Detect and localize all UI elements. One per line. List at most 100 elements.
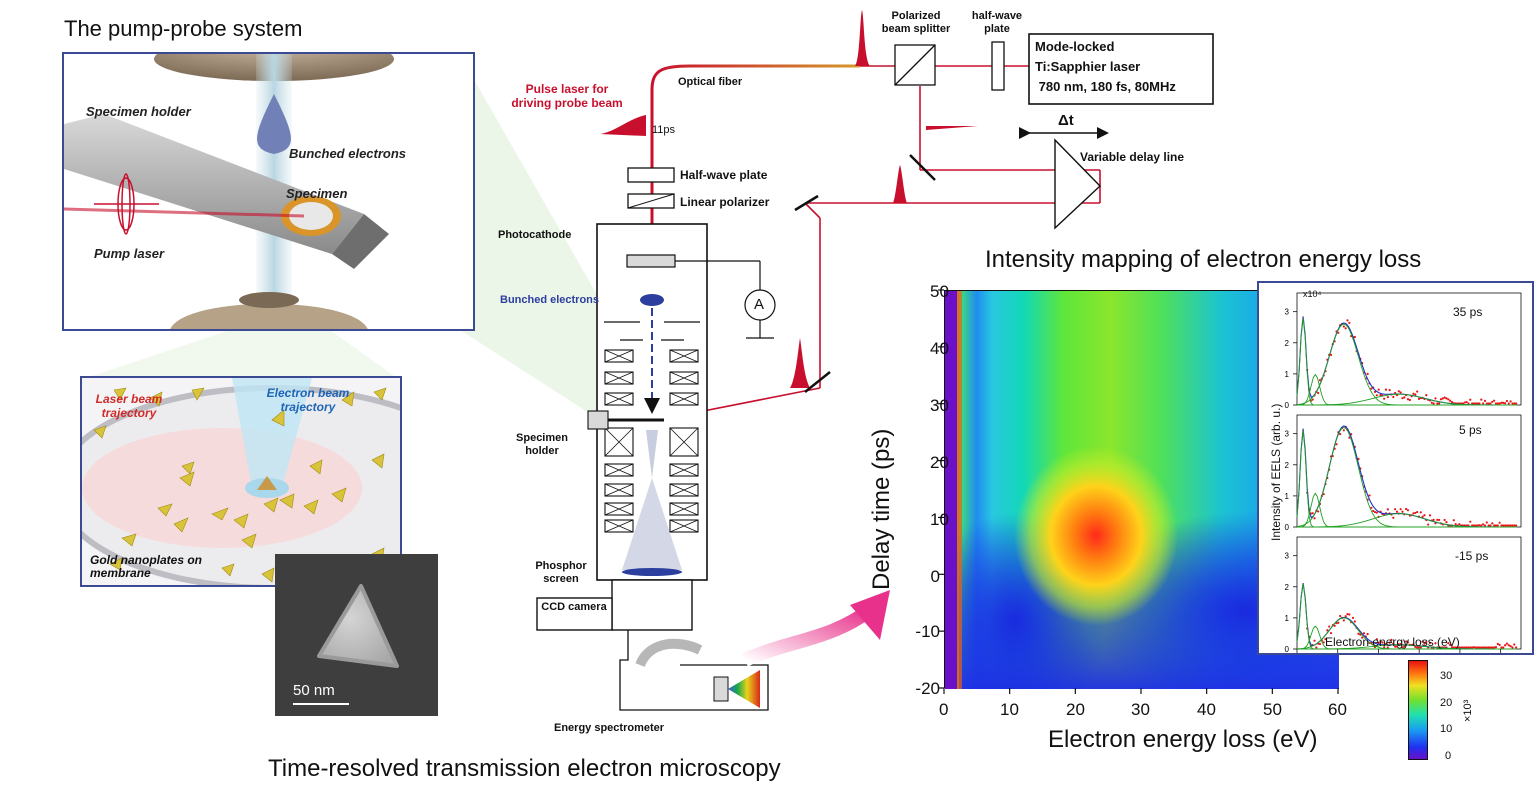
inset-data-point (1478, 524, 1481, 527)
inset-data-point (1383, 646, 1386, 649)
inset-data-point (1449, 399, 1452, 402)
inset-label-35ps: 35 ps (1453, 305, 1483, 319)
inset-data-point (1395, 645, 1399, 648)
inset-data-point (1487, 402, 1490, 405)
inset-data-point (1399, 508, 1402, 511)
inset-data-point (1388, 388, 1391, 392)
inset-data-point (1370, 506, 1373, 509)
inset-data-point (1458, 523, 1461, 526)
inset-data-point (1469, 398, 1472, 401)
inset-scale-label: x10⁴ (1303, 289, 1322, 299)
inset-data-point (1454, 522, 1457, 526)
inset-data-point (1463, 401, 1466, 404)
inset-data-point (1447, 398, 1450, 401)
x-tick-50: 50 (1263, 700, 1282, 719)
specimen-label: Specimen (286, 186, 348, 201)
inset-xlabel: Electron energy loss (eV) (1325, 635, 1460, 649)
inset-data-point (1491, 646, 1494, 649)
inset-data-point (1439, 398, 1443, 401)
gold-nanoplates-label: Gold nanoplates on membrane (90, 553, 203, 580)
inset-data-point (1434, 397, 1437, 400)
tem-title: Time-resolved transmission electron micr… (268, 755, 781, 782)
half-wave-top-label: half-wave plate (971, 10, 1023, 35)
sem-image: 50 nm (275, 554, 438, 716)
x-tick-10: 10 (1000, 700, 1019, 719)
inset-data-point (1395, 510, 1399, 513)
inset-data-point (1417, 397, 1421, 400)
electron-bunch-shape (257, 94, 291, 154)
half-wave-plate-top (991, 41, 1005, 91)
inset-data-point (1511, 402, 1514, 405)
inset-data-point (1311, 512, 1314, 515)
inset-data-point (1471, 402, 1474, 405)
inset-data-point (1397, 390, 1400, 393)
inset-data-point (1509, 400, 1512, 403)
inset-data-point (1447, 642, 1450, 645)
mirror-3 (804, 371, 831, 393)
inset-data-point (1472, 524, 1476, 527)
inset-data-point (1509, 645, 1512, 648)
inset-y-tick-label: 2 (1285, 339, 1290, 348)
inset-data-point (1500, 524, 1503, 527)
inset-data-point (1339, 614, 1342, 618)
inset-data-point (1414, 645, 1417, 648)
bunched-electrons-label: Bunched electrons (289, 146, 407, 161)
inset-data-point (1423, 642, 1426, 645)
inset-data-point (1384, 388, 1388, 391)
inset-y-tick-label: 3 (1285, 430, 1290, 439)
eels-inset-plot: 012301230123020406080100 (1285, 292, 1522, 654)
inset-data-point (1436, 402, 1439, 405)
inset-data-point (1507, 402, 1510, 405)
inset-data-point (1471, 524, 1474, 527)
inset-data-point (1505, 399, 1509, 403)
inset-data-point (1406, 398, 1410, 401)
inset-data-point (1450, 401, 1454, 404)
inset-data-point (1401, 646, 1404, 649)
inset-data-point (1337, 621, 1340, 624)
inset-data-point (1421, 515, 1424, 518)
inset-data-point (1478, 646, 1481, 649)
inset-data-point (1335, 443, 1338, 446)
delta-t-label: Δt (1058, 112, 1074, 129)
inset-data-point (1394, 508, 1397, 511)
heatmap-xlabel: Electron energy loss (eV) (1048, 726, 1318, 753)
inset-plasmon-component (1296, 323, 1517, 406)
inset-data-point (1417, 646, 1421, 649)
inset-y-tick-label: 0 (1285, 645, 1290, 654)
laser-box (1028, 33, 1214, 105)
inset-data-point (1511, 646, 1514, 649)
inset-data-point (1515, 402, 1518, 405)
inset-data-point (1322, 641, 1325, 644)
inset-data-point (1383, 397, 1386, 400)
x-tick-60: 60 (1328, 700, 1347, 719)
optical-fiber-label: Optical fiber (678, 76, 743, 88)
inset-data-point (1491, 522, 1494, 525)
inset-data-point (1500, 646, 1503, 649)
inset-data-point (1493, 646, 1496, 649)
inset-data-point (1489, 402, 1492, 405)
inset-data-point (1476, 524, 1479, 527)
inset-data-point (1348, 613, 1351, 616)
inset-component (1296, 644, 1517, 650)
inset-y-tick-label: 3 (1285, 552, 1290, 561)
mirror-1 (909, 154, 936, 181)
x-tick-0: 0 (939, 700, 949, 719)
x-tick-30: 30 (1131, 700, 1150, 719)
inset-data-point (1386, 646, 1389, 649)
inset-data-point (1313, 517, 1316, 520)
x-tick-40: 40 (1197, 700, 1216, 719)
inset-data-point (1465, 646, 1468, 649)
eels-inset: 012301230123020406080100 x10⁴ 35 ps 5 ps… (1257, 281, 1534, 655)
inset-data-point (1375, 638, 1378, 641)
inset-data-point (1379, 640, 1382, 643)
inset-data-point (1406, 641, 1410, 644)
inset-data-point (1467, 524, 1470, 527)
inset-data-point (1375, 394, 1378, 397)
inset-data-point (1458, 646, 1461, 649)
inset-data-point (1485, 402, 1488, 405)
inset-data-point (1318, 379, 1322, 382)
inset-data-point (1381, 641, 1384, 644)
inset-y-tick-label: 1 (1285, 614, 1290, 623)
inset-data-point (1324, 638, 1327, 641)
inset-data-point (1438, 518, 1441, 522)
